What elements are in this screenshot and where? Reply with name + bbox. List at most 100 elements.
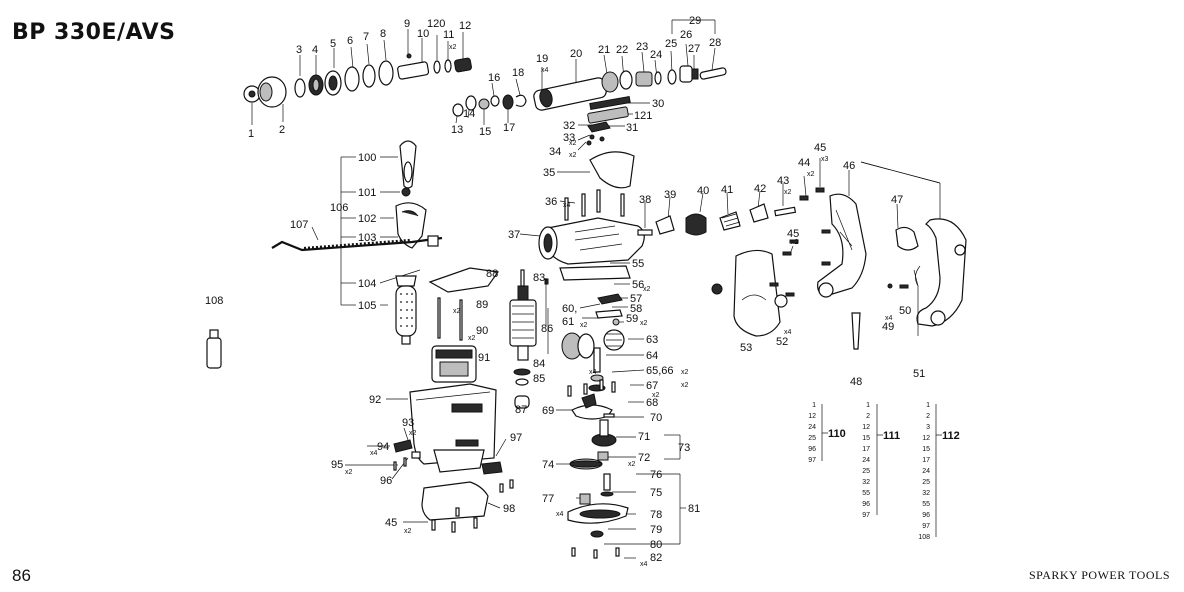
svg-text:x2: x2 — [784, 189, 792, 196]
callout: 33 — [563, 132, 575, 144]
callout: 79 — [650, 524, 662, 536]
svg-text:x2: x2 — [404, 528, 412, 535]
callout: 35 — [543, 167, 555, 179]
callout: 72 — [638, 452, 650, 464]
callout: 75 — [650, 487, 662, 499]
svg-text:12: 12 — [922, 435, 930, 442]
callout: 93 — [402, 417, 414, 429]
callout: 59 — [626, 313, 638, 325]
chuck-assembly — [243, 19, 727, 151]
callout: 19 — [536, 53, 548, 65]
svg-text:x2: x2 — [643, 286, 651, 293]
svg-text:96: 96 — [862, 501, 870, 508]
callout: 70 — [650, 412, 662, 424]
callout: 1 — [248, 128, 254, 140]
svg-text:97: 97 — [862, 512, 870, 519]
callout: 45 — [814, 142, 826, 154]
callout: 12 — [459, 20, 471, 32]
svg-text:x4: x4 — [541, 67, 549, 74]
svg-text:x2: x2 — [453, 308, 461, 315]
callout: 53 — [740, 342, 752, 354]
callout: 77 — [542, 493, 554, 505]
callout: 43 — [777, 175, 789, 187]
callout: 13 — [451, 124, 463, 136]
callout: 15 — [479, 126, 491, 138]
svg-text:x4: x4 — [885, 315, 893, 322]
svg-text:24: 24 — [808, 424, 816, 431]
callout: 9 — [404, 18, 410, 30]
callout: 101 — [358, 187, 376, 199]
callout: 104 — [358, 278, 376, 290]
callout: 98 — [503, 503, 515, 515]
svg-text:x2: x2 — [345, 469, 353, 476]
callout: 97 — [510, 432, 522, 444]
armature-gear-train — [509, 269, 686, 559]
callout: 60, — [562, 303, 577, 315]
callout: 37 — [508, 229, 520, 241]
gear-housing-assembly — [519, 151, 967, 350]
svg-text:3: 3 — [926, 424, 930, 431]
svg-text:x4: x4 — [640, 561, 648, 568]
callout: 89 — [476, 299, 488, 311]
callout: 121 — [634, 110, 652, 122]
callout: 23 — [636, 41, 648, 53]
svg-text:x4: x4 — [589, 369, 597, 376]
page-number: 86 — [12, 566, 31, 585]
callout: 87 — [515, 404, 527, 416]
kit-112-label: 112 — [942, 430, 960, 442]
callout: 22 — [616, 44, 628, 56]
svg-text:x3: x3 — [821, 156, 829, 163]
callout: 5 — [330, 38, 336, 50]
svg-text:25: 25 — [862, 468, 870, 475]
svg-text:2: 2 — [926, 413, 930, 420]
svg-text:25: 25 — [922, 479, 930, 486]
svg-text:x2: x2 — [628, 461, 636, 468]
svg-text:x2: x2 — [569, 152, 577, 159]
callout: 36 — [545, 196, 557, 208]
callout: 46 — [843, 160, 855, 172]
kit-111-items: 1 2 12 15 17 24 25 32 55 96 97 — [862, 402, 870, 519]
callout: 57 — [630, 293, 642, 305]
svg-text:x2: x2 — [580, 322, 588, 329]
svg-text:55: 55 — [922, 501, 930, 508]
callout: 30 — [652, 98, 664, 110]
quantity-labels: x2 x4 x2 x2 x4 x3 x2 x2 x2 x2 x2 x2 x2 x… — [345, 44, 893, 568]
svg-text:x2: x2 — [681, 369, 689, 376]
callout: 45 — [385, 517, 397, 529]
svg-text:x2: x2 — [652, 392, 660, 399]
svg-text:x4: x4 — [784, 329, 792, 336]
svg-text:12: 12 — [862, 424, 870, 431]
callout: 92 — [369, 394, 381, 406]
callout: 90 — [476, 325, 488, 337]
callout: 76 — [650, 469, 662, 481]
svg-text:x2: x2 — [449, 44, 457, 51]
callout: 42 — [754, 183, 766, 195]
svg-text:x4: x4 — [556, 511, 564, 518]
svg-text:x2: x2 — [569, 140, 577, 147]
svg-text:x4: x4 — [563, 202, 571, 209]
kit-110-label: 110 — [828, 428, 846, 440]
callout: 56 — [632, 279, 644, 291]
callout: 69 — [542, 405, 554, 417]
callout: 63 — [646, 334, 658, 346]
callout: 24 — [650, 49, 662, 61]
callout: 41 — [721, 184, 733, 196]
callout: 73 — [678, 442, 690, 454]
callout: 95 — [331, 459, 343, 471]
callout: 4 — [312, 44, 318, 56]
callout: 18 — [512, 67, 524, 79]
kit-110-items: 1 12 24 25 96 97 — [808, 402, 816, 464]
callout: 32 — [563, 120, 575, 132]
svg-text:15: 15 — [922, 446, 930, 453]
svg-text:x2: x2 — [807, 171, 815, 178]
svg-text:15: 15 — [862, 435, 870, 442]
callout: 94 — [377, 441, 389, 453]
svg-text:32: 32 — [922, 490, 930, 497]
callout: 16 — [488, 72, 500, 84]
callout: 26 — [680, 29, 692, 41]
callout: 68 — [646, 397, 658, 409]
callout: 103 — [358, 232, 376, 244]
svg-text:24: 24 — [862, 457, 870, 464]
callout: 11 — [443, 29, 454, 41]
callout-labels: 1 2 3 4 5 6 7 8 9 10 120 11 12 13 14 15 … — [205, 15, 925, 564]
